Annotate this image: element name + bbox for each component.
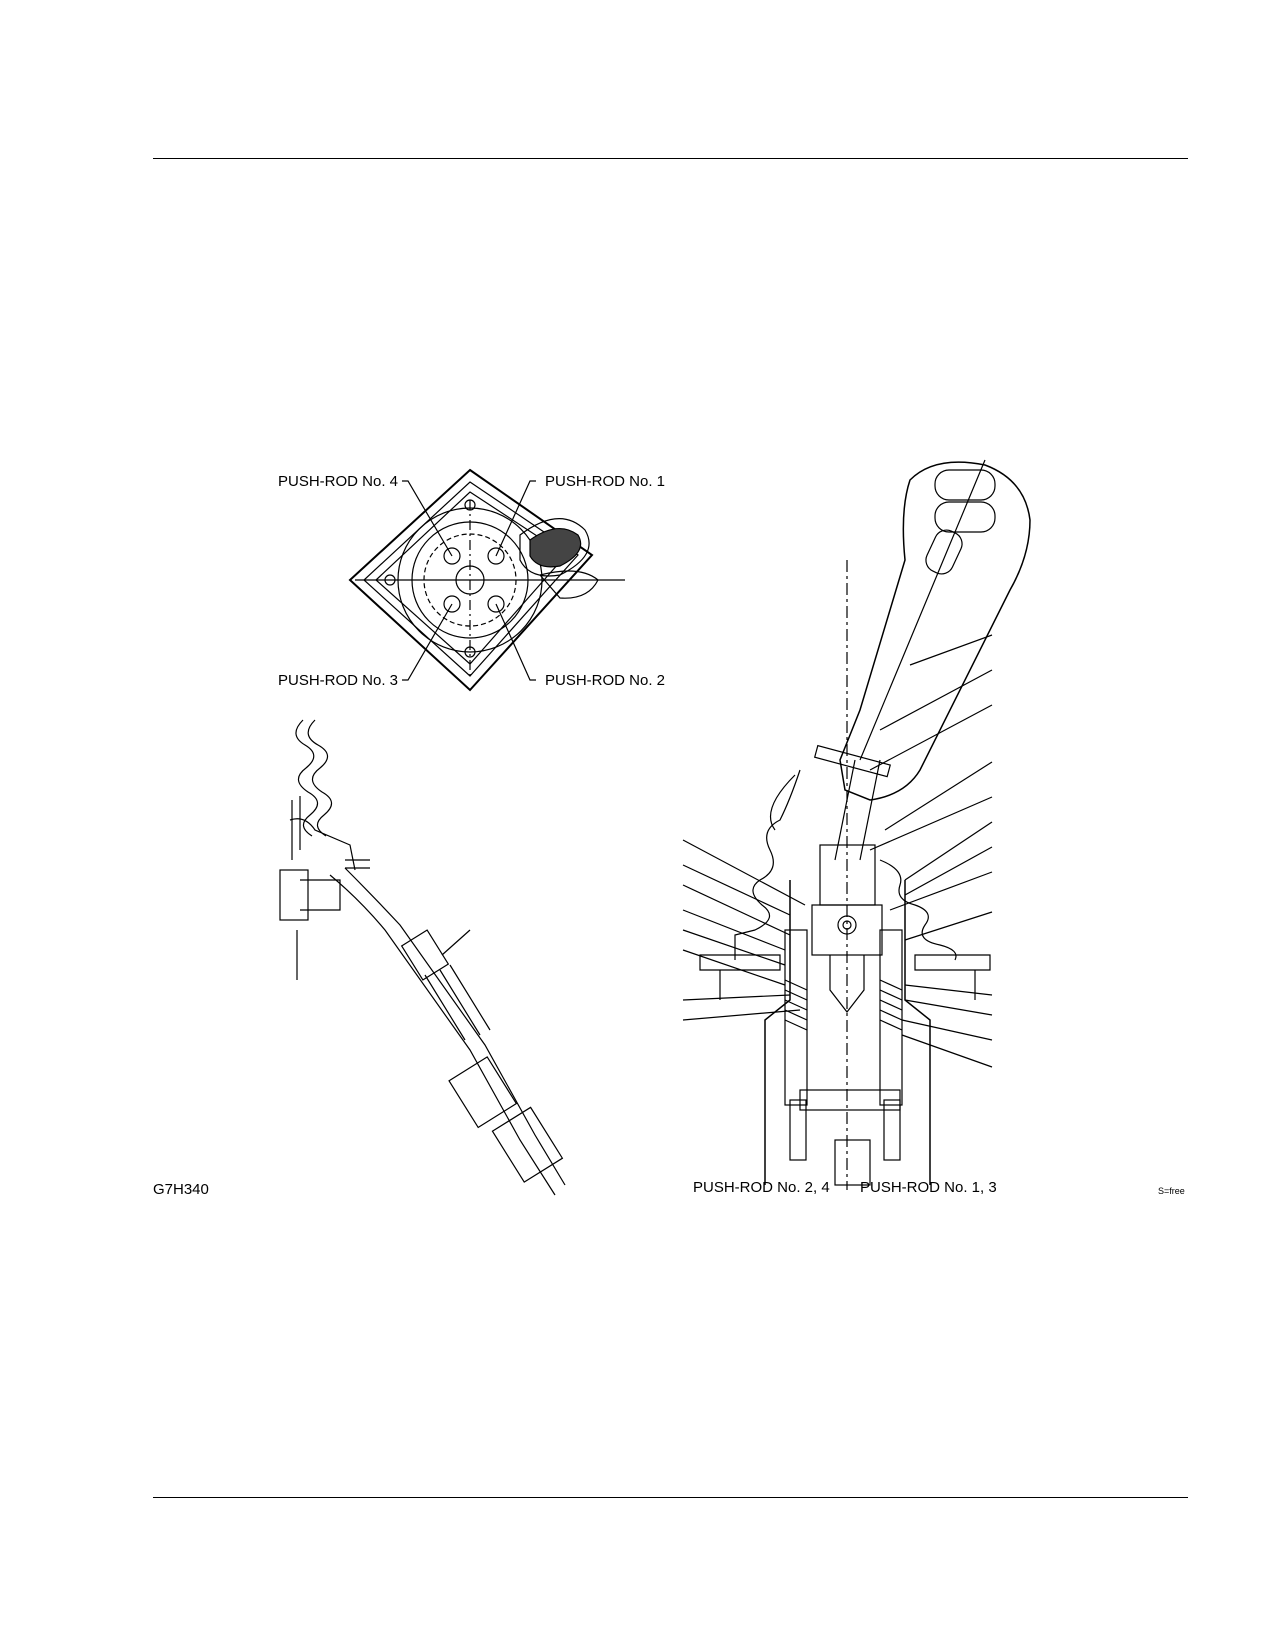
- top-view-label-pushrod-3: PUSH-ROD No. 3: [278, 672, 399, 689]
- top-view-label-pushrod-4: PUSH-ROD No. 4: [278, 473, 399, 490]
- scale-note: S=free: [1158, 1186, 1185, 1196]
- figure-id: G7H340: [153, 1181, 209, 1198]
- section-view-drawing: [682, 459, 1031, 1190]
- footer-rule: [153, 1497, 1188, 1498]
- section-label-pushrod-2-4: PUSH-ROD No. 2, 4: [693, 1179, 830, 1196]
- header-rule: [153, 158, 1188, 159]
- top-view-label-pushrod-2: PUSH-ROD No. 2: [545, 672, 666, 689]
- top-view-label-pushrod-1: PUSH-ROD No. 1: [545, 473, 666, 490]
- connector-drawing: [279, 719, 566, 1196]
- section-label-pushrod-1-3: PUSH-ROD No. 1, 3: [860, 1179, 997, 1196]
- top-view-drawing: [348, 468, 625, 692]
